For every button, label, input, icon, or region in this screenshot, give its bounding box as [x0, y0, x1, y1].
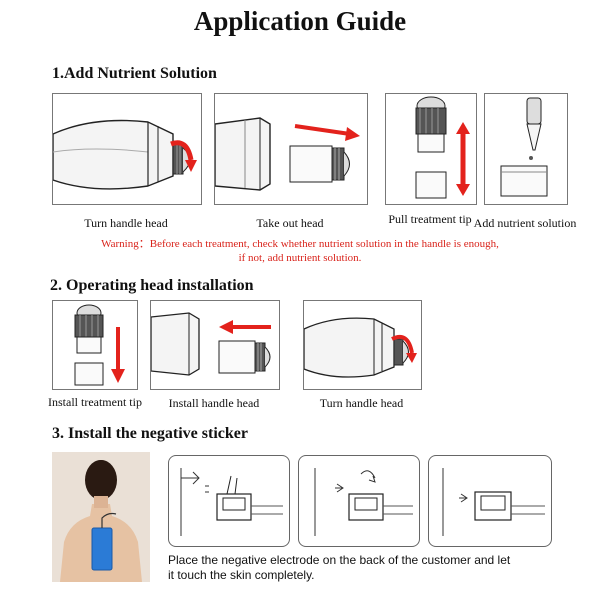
warning-line-2: if not, add nutrient solution. [238, 252, 362, 264]
panel-turn-handle-head-2 [303, 300, 422, 390]
sticker-step-2-illustration [314, 468, 413, 536]
panel-take-out-head [214, 93, 368, 205]
panel-add-nutrient-solution [484, 93, 568, 205]
caption-turn-handle-head-2: Turn handle head [319, 396, 404, 410]
caption-pull-treatment-tip: Pull treatment tip [388, 212, 472, 226]
pull-tip-illustration [415, 96, 470, 199]
caption-take-out-head: Take out head [256, 216, 324, 230]
sticker-step-3-illustration [442, 468, 545, 536]
panel-sticker-step-1 [168, 455, 290, 547]
caption-turn-handle-head: Turn handle head [84, 216, 168, 230]
section-3-heading: 3. Install the negative sticker [52, 425, 248, 442]
caption-add-nutrient-solution: Add nutrient solution [473, 216, 577, 230]
handle-turn-illustration-2 [304, 317, 417, 378]
page-title: Application Guide [193, 6, 407, 36]
take-out-head-illustration [215, 117, 360, 191]
panel-sticker-step-3 [428, 455, 552, 547]
customer-back-illustration [52, 452, 150, 582]
install-handle-head-illustration [151, 312, 271, 376]
sticker-note-line-1: Place the negative electrode on the back… [168, 553, 511, 567]
customer-back-photo [52, 452, 150, 582]
panel-install-handle-head [150, 300, 280, 390]
warning-line-1: Warning：Before each treatment, check whe… [101, 238, 499, 250]
dropper-illustration [500, 97, 548, 197]
section-1-heading: 1.Add Nutrient Solution [52, 65, 217, 82]
install-tip-illustration [74, 304, 125, 386]
caption-install-handle-head: Install handle head [168, 396, 260, 410]
sticker-note-line-2: it touch the skin completely. [168, 568, 315, 582]
sticker-step-1-illustration [180, 468, 283, 536]
section-2-heading: 2. Operating head installation [50, 277, 254, 294]
caption-install-treatment-tip: Install treatment tip [48, 395, 142, 409]
handle-turn-illustration [53, 119, 197, 190]
panel-install-treatment-tip [52, 300, 138, 390]
panel-sticker-step-2 [298, 455, 420, 547]
panel-pull-treatment-tip [385, 93, 477, 205]
panel-turn-handle-head [52, 93, 202, 205]
